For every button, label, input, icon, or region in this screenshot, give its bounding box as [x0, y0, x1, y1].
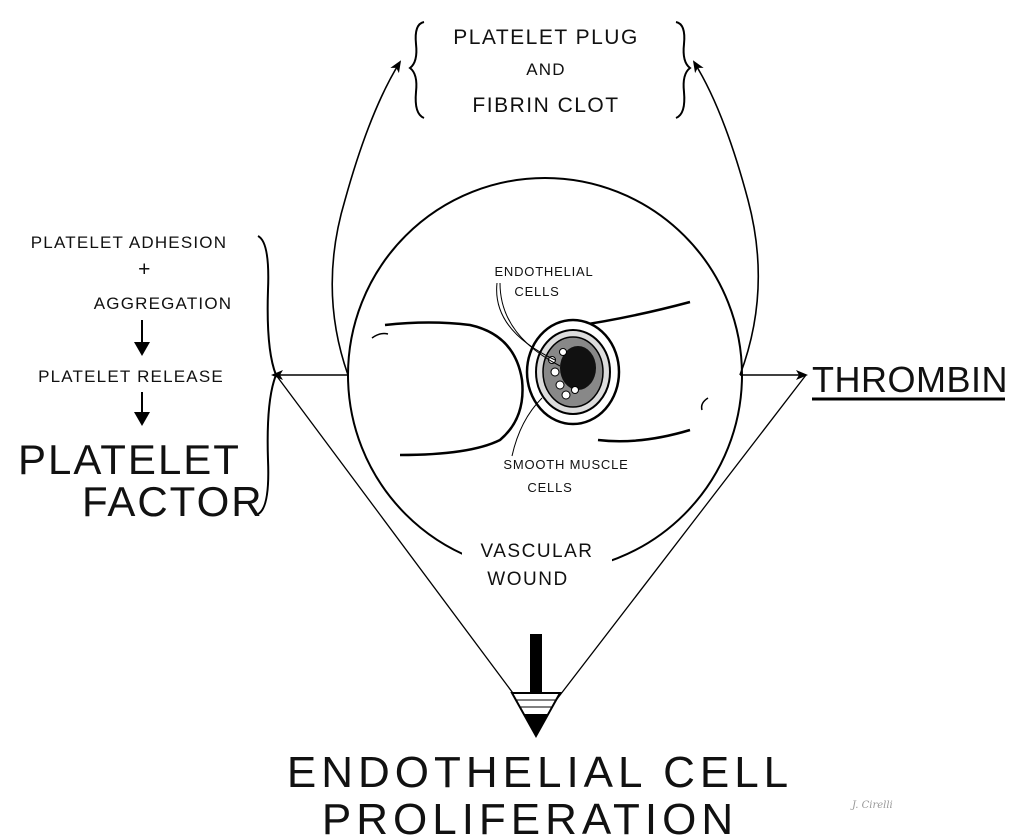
top-label-line2: AND	[526, 60, 566, 79]
artist-signature: J. Cirelli	[850, 800, 893, 811]
thrombin-label: THROMBIN	[812, 359, 1008, 400]
endothelial-cells-line2: CELLS	[514, 284, 559, 299]
platelet-factor-line1: PLATELET	[18, 436, 241, 483]
top-label-line3: FIBRIN CLOT	[472, 94, 619, 117]
platelet-release-label: PLATELET RELEASE	[38, 367, 224, 386]
top-right-brace	[676, 22, 690, 118]
vascular-wound-line2: WOUND	[487, 569, 568, 590]
top-label-line1: PLATELET PLUG	[453, 26, 639, 49]
left-arrow-to-clot	[332, 62, 400, 375]
down-arrow	[512, 634, 560, 736]
top-left-brace	[410, 22, 424, 118]
aggregation-label: AGGREGATION	[94, 294, 233, 313]
smooth-muscle-line2: CELLS	[527, 480, 572, 495]
vessel-illustration	[372, 283, 708, 456]
endothelial-cells-line1: ENDOTHELIAL	[494, 264, 593, 279]
vascular-wound-line1: VASCULAR	[480, 541, 593, 562]
bottom-label-line2: PROLIFERATION	[322, 795, 738, 838]
right-arrow-to-clot	[694, 62, 758, 375]
platelet-factor-line2: FACTOR	[82, 478, 264, 525]
plus-sign: +	[138, 258, 152, 281]
smooth-muscle-line1: SMOOTH MUSCLE	[503, 457, 628, 472]
bottom-label-line1: ENDOTHELIAL CELL	[287, 748, 793, 797]
platelet-adhesion-label: PLATELET ADHESION	[31, 233, 227, 252]
